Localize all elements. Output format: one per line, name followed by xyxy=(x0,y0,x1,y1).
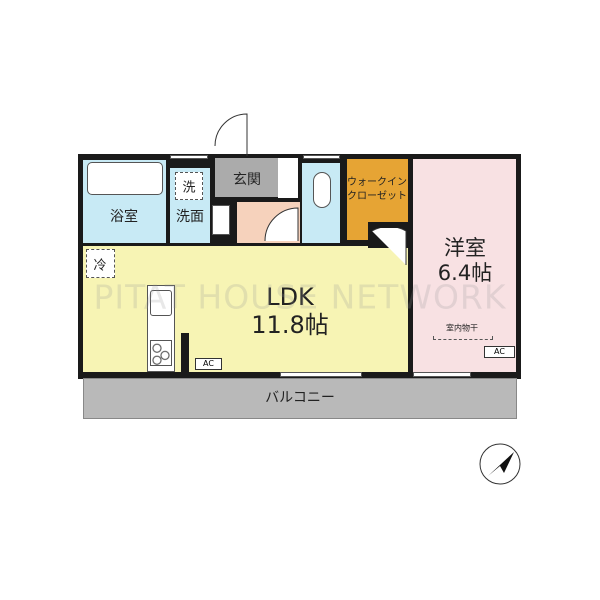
watermark: PITAT HOUSE NETWORK xyxy=(93,277,507,317)
washer-label: 洗 xyxy=(182,180,196,196)
bath-window xyxy=(170,155,208,159)
closet-door-icon xyxy=(371,228,407,265)
balcony-label: バルコニー xyxy=(265,390,335,406)
ac-western: AC xyxy=(484,346,515,358)
wash-basin xyxy=(212,205,230,235)
entrance-door-icon xyxy=(214,113,248,156)
fridge-space xyxy=(86,249,115,278)
washroom-label: 洗面 xyxy=(176,209,204,225)
stove-icon xyxy=(150,340,172,366)
western-room-label: 洋室 6.4帖 xyxy=(438,236,492,286)
entrance-label: 玄関 xyxy=(233,172,261,188)
closet-label: ウォークイン クローゼット xyxy=(347,176,407,204)
ldk xyxy=(83,246,408,372)
shoe-area xyxy=(278,158,298,198)
entrance xyxy=(215,158,278,197)
ldk-label: LDK 11.8帖 xyxy=(251,283,328,339)
kitchen-partition xyxy=(181,333,189,372)
kitchen-sink-icon xyxy=(150,290,172,316)
toilet-icon xyxy=(313,172,331,208)
washing-machine-space xyxy=(175,172,203,200)
ldk-size: 11.8帖 xyxy=(251,311,329,339)
closet-label-line1: ウォークイン xyxy=(347,177,407,188)
indoor-drying-label: 室内物干 xyxy=(446,323,478,333)
indoor-drying-rail xyxy=(433,336,493,340)
ac-ldk: AC xyxy=(195,358,222,370)
bathtub xyxy=(87,162,163,195)
fridge-label: 冷 xyxy=(93,258,107,274)
balcony xyxy=(83,378,517,419)
ldk-name: LDK xyxy=(266,283,314,311)
bath-label: 浴室 xyxy=(110,209,138,225)
hall-door-icon xyxy=(264,207,299,242)
north-arrow-icon xyxy=(479,443,521,485)
western-room-name: 洋室 xyxy=(444,236,486,260)
toilet-window xyxy=(303,155,340,159)
closet-label-line2: クローゼット xyxy=(347,191,407,202)
western-room xyxy=(413,159,516,372)
western-room-size: 6.4帖 xyxy=(437,261,493,285)
ldk-window xyxy=(280,372,362,377)
western-window xyxy=(413,372,471,377)
